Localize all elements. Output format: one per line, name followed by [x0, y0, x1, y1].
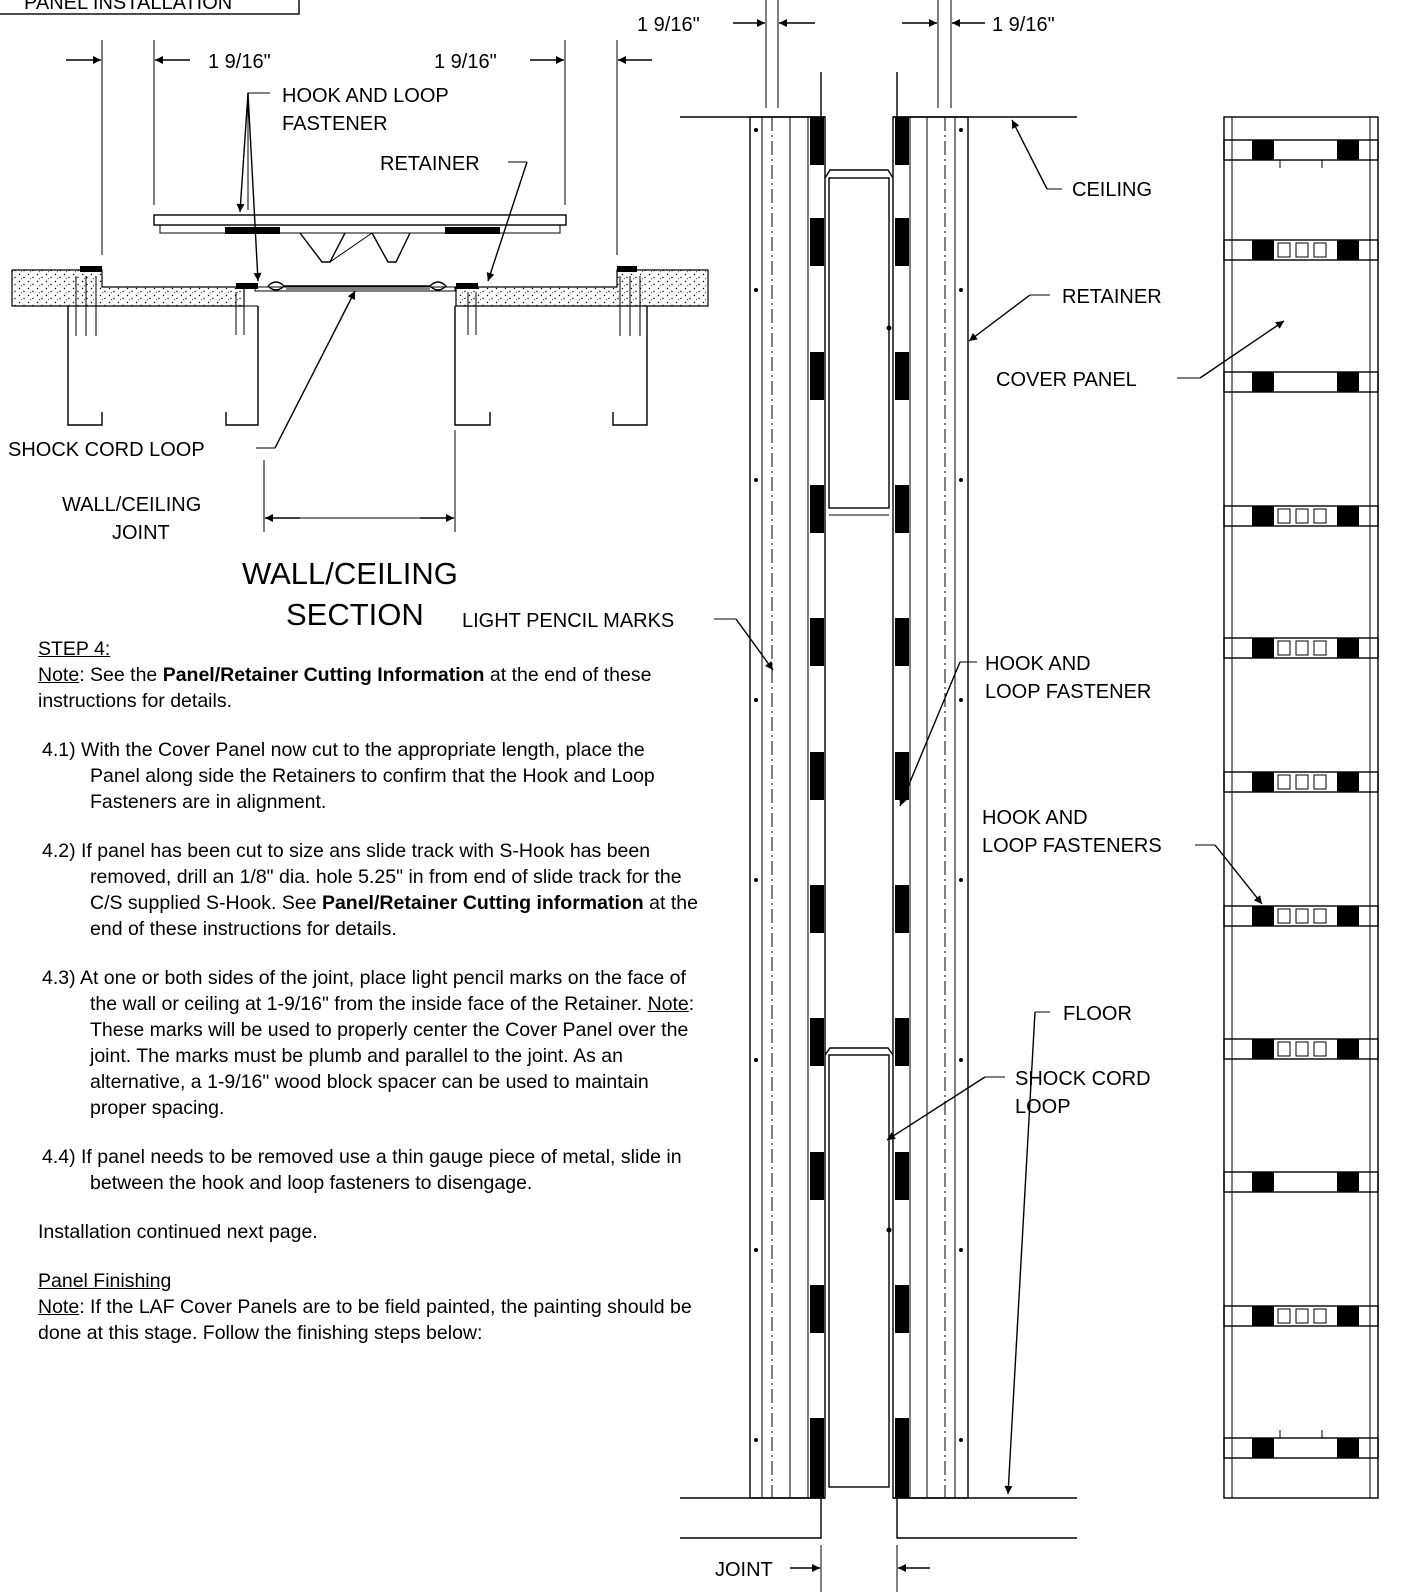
panel-fastener-row-2	[1223, 239, 1379, 261]
label-floor: FLOOR	[1063, 1003, 1132, 1025]
dim-top-left: 1 9/16"	[637, 14, 700, 36]
dim-left-b: 1 9/16"	[434, 51, 497, 73]
section-header: PANEL INSTALLATION	[0, 0, 300, 15]
finishing-note: Note: If the LAF Cover Panels are to be …	[38, 1296, 692, 1344]
step-note: Note: See the Panel/Retainer Cutting Inf…	[38, 664, 652, 712]
label-retainer-elevation: RETAINER	[1062, 286, 1162, 308]
label-loop: LOOP	[1015, 1096, 1071, 1118]
panel-fastener-row-5	[1223, 637, 1379, 659]
continued-note: Installation continued next page.	[38, 1221, 318, 1243]
section-title-1: WALL/CEILING	[242, 556, 458, 591]
label-joint-bottom: JOINT	[715, 1559, 773, 1581]
label-hook-loop: HOOK AND LOOP	[282, 85, 449, 107]
panel-fastener-row-11	[1223, 1430, 1379, 1459]
installed-elevation: 1 9/16" 1 9/16"	[462, 0, 1162, 1592]
dim-left-a: 1 9/16"	[208, 51, 271, 73]
label-ceiling: CEILING	[1072, 179, 1152, 201]
section-title-2: SECTION	[286, 597, 424, 632]
panel-fastener-row-8	[1223, 1038, 1379, 1060]
label-hook-and: HOOK AND	[985, 653, 1091, 675]
cutting-info-ref: Panel/Retainer Cutting information	[321, 892, 644, 914]
wall-ceiling-section: 1 9/16" 1 9/16"	[8, 40, 709, 632]
label-wall-ceiling: WALL/CEILING	[62, 494, 201, 516]
cover-panel-elevation: COVER PANEL HOOK AND LOOP FASTENERS	[982, 116, 1379, 1499]
label-loop-fastener: LOOP FASTENER	[985, 681, 1151, 703]
instruction-text: STEP 4: Note: See the Panel/Retainer Cut…	[38, 636, 698, 1346]
panel-fastener-row-3	[1223, 371, 1379, 393]
panel-fastener-row-4	[1223, 505, 1379, 527]
panel-fastener-row-6	[1223, 771, 1379, 793]
panel-fastener-row-10	[1223, 1305, 1379, 1327]
label-retainer-section: RETAINER	[380, 153, 480, 175]
step-4-4: 4.4) If panel needs to be removed use a …	[42, 1146, 682, 1194]
label-light-pencil-marks: LIGHT PENCIL MARKS	[462, 610, 674, 632]
panel-fastener-row-9	[1223, 1171, 1379, 1193]
note-label: Note	[38, 664, 80, 686]
step-4-2: 4.2) If panel has been cut to size ans s…	[42, 840, 698, 940]
dim-top-right: 1 9/16"	[992, 14, 1055, 36]
panel-fastener-row-1	[1223, 139, 1379, 168]
finishing-title: Panel Finishing	[38, 1270, 172, 1292]
note-bold-ref: Panel/Retainer Cutting Information	[162, 664, 485, 686]
label-loop-fasteners: LOOP FASTENERS	[982, 835, 1162, 857]
step-title: STEP 4:	[38, 638, 111, 660]
panel-fastener-row-7	[1223, 905, 1379, 927]
label-shock-cord-section: SHOCK CORD LOOP	[8, 439, 205, 461]
step-4-1: 4.1) With the Cover Panel now cut to the…	[42, 739, 655, 813]
step-4-3: 4.3) At one or both sides of the joint, …	[42, 967, 695, 1119]
label-cover-panel: COVER PANEL	[996, 369, 1137, 391]
label-fastener: FASTENER	[282, 113, 388, 135]
label-hook-and-2: HOOK AND	[982, 807, 1088, 829]
label-shock-cord: SHOCK CORD	[1015, 1068, 1151, 1090]
label-joint: JOINT	[112, 522, 170, 544]
section-header-text: PANEL INSTALLATION	[24, 0, 232, 14]
